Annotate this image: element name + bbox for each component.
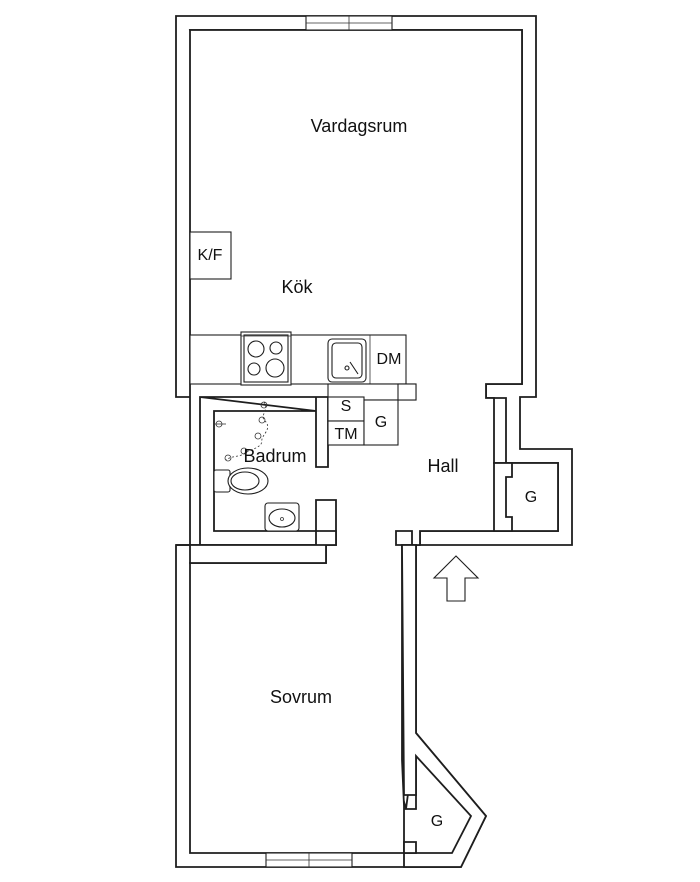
room-label-hall: Hall xyxy=(427,456,458,476)
sink-icon xyxy=(327,338,367,383)
shower-icon xyxy=(214,401,269,462)
fridge-freezer-label: K/F xyxy=(198,247,223,264)
room-label-sovrum: Sovrum xyxy=(270,687,332,707)
window-icon xyxy=(305,15,393,31)
room-label-badrum: Badrum xyxy=(243,446,306,466)
room-label-vardagsrum: Vardagsrum xyxy=(311,116,408,136)
closet-label: G xyxy=(375,414,387,431)
laundry-block xyxy=(327,383,417,446)
washbasin-icon xyxy=(264,502,300,532)
bedroom-closet-label: G xyxy=(431,813,443,830)
fridge-freezer xyxy=(189,231,232,280)
entrance-arrow-icon xyxy=(432,555,480,602)
dishwasher-label: DM xyxy=(377,351,402,368)
room-label-kok: Kök xyxy=(281,277,313,297)
toilet-icon xyxy=(213,467,269,495)
hall-bedroom-wall xyxy=(395,530,413,546)
hall-closet-label: G xyxy=(525,489,537,506)
dryer-label: TM xyxy=(334,426,357,443)
window-icon xyxy=(265,852,353,868)
washer-label: S xyxy=(341,398,352,415)
stove-icon xyxy=(240,331,292,386)
hall-closet-walls xyxy=(493,462,513,532)
bedroom-closet-door xyxy=(403,841,417,854)
bedroom-top-wall xyxy=(176,530,337,564)
kitchen-counter xyxy=(189,334,407,385)
